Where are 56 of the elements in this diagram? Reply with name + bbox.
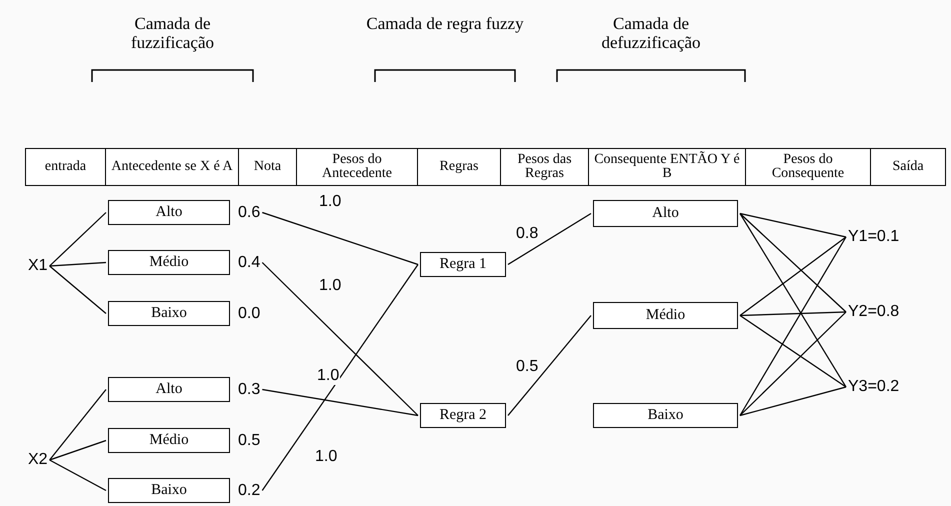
- fuzzy-set-box: Médio: [593, 302, 738, 329]
- table-header-cell: Consequente ENTÃO Y é B: [588, 148, 746, 186]
- connector-line: [49, 440, 106, 461]
- table-header-cell: Antecedente se X é A: [106, 148, 238, 186]
- connector-line: [49, 266, 106, 314]
- connector-line: [740, 386, 846, 416]
- membership-degree: 0.5: [238, 432, 260, 450]
- table-header-cell: Nota: [238, 148, 296, 186]
- table-header-cell: entrada: [26, 148, 106, 186]
- connector-line: [740, 213, 846, 312]
- variable-label: Y3=0.2: [848, 378, 900, 396]
- connector-line: [740, 236, 846, 316]
- fuzzy-set-box: Baixo: [593, 403, 738, 428]
- edge-label: 1.0: [316, 367, 340, 385]
- fuzzy-set-box: Alto: [108, 200, 230, 225]
- connector-line: [740, 311, 846, 316]
- connector-line: [49, 389, 106, 460]
- membership-degree: 0.6: [238, 204, 260, 222]
- connector-line: [50, 262, 106, 267]
- fuzzy-set-box: Regra 1: [420, 252, 506, 277]
- connector-line: [740, 315, 846, 388]
- connector-line: [262, 388, 418, 416]
- connector-line: [740, 312, 846, 416]
- connector-line: [49, 459, 106, 492]
- fuzzy-set-box: Baixo: [108, 478, 230, 503]
- variable-label: X1: [28, 257, 48, 275]
- connector-line: [740, 212, 846, 238]
- fuzzy-set-box: Alto: [108, 377, 230, 402]
- membership-degree: 0.0: [238, 304, 260, 322]
- table-header-cell: Pesos do Antecedente: [296, 148, 418, 186]
- table-header-cell: Pesos das Regras: [500, 148, 588, 186]
- fuzzy-set-box: Médio: [108, 428, 230, 453]
- fuzzy-set-box: Regra 2: [420, 403, 506, 428]
- table-header-cell: Regras: [418, 148, 500, 186]
- membership-degree: 0.3: [238, 380, 260, 398]
- table-header-cell: Pesos do Consequente: [746, 148, 870, 186]
- membership-degree: 0.4: [238, 254, 260, 272]
- layer-title: Camada de defuzzificação: [600, 14, 702, 52]
- variable-label: X2: [28, 451, 48, 469]
- connector-line: [508, 315, 592, 416]
- layer-title: Camada de regra fuzzy: [365, 14, 525, 33]
- connector-line: [49, 212, 106, 266]
- variable-label: Y1=0.1: [848, 228, 900, 246]
- connector-line: [262, 262, 418, 416]
- layer-title: Camada de fuzzificação: [130, 14, 216, 52]
- connector-line: [508, 212, 592, 266]
- table-header-cell: Saída: [870, 148, 946, 186]
- fuzzy-set-box: Baixo: [108, 301, 230, 326]
- membership-degree: 0.2: [238, 482, 260, 500]
- connector-line: [262, 212, 418, 266]
- fuzzy-set-box: Médio: [108, 250, 230, 275]
- connector-line: [739, 213, 847, 388]
- variable-label: Y2=0.8: [848, 303, 900, 321]
- fuzzy-set-box: Alto: [593, 200, 738, 227]
- connector-line: [262, 264, 418, 491]
- connector-line: [739, 236, 847, 416]
